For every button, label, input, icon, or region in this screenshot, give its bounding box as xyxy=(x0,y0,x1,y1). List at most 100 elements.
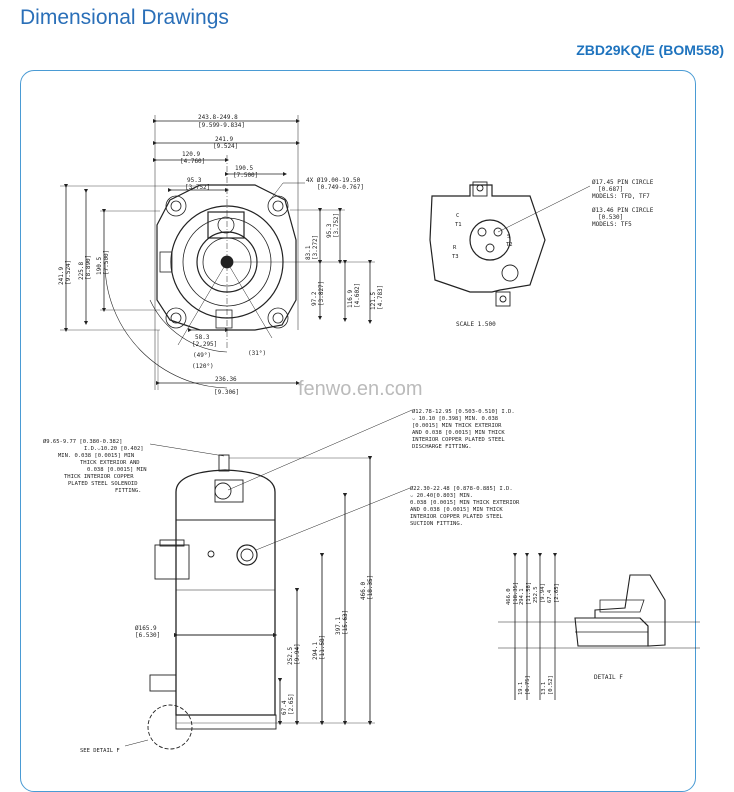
dim-121-5: 121.5 xyxy=(370,292,377,310)
see-detail-f: SEE DETAIL F xyxy=(80,748,120,754)
dim-height-252-5-in: [9.94] xyxy=(294,643,301,665)
terminal-t1: T1 xyxy=(455,222,462,228)
suction-spec-4: AND 0.038 [0.0015] MIN THICK xyxy=(410,507,503,513)
dim-116-9-in: [4.602] xyxy=(354,283,361,308)
dim-diameter: Ø165.9 xyxy=(135,625,157,632)
detail-f-view xyxy=(498,553,700,700)
detail-dim-294-1-in: [11.58] xyxy=(526,582,532,605)
dim-121-5-in: [4.783] xyxy=(377,285,384,310)
page-title: Dimensional Drawings xyxy=(20,6,229,29)
dim-236-36: 236.36 xyxy=(215,376,237,383)
solenoid-spec-2: I.D.⌵10.20 [0.402] xyxy=(84,446,144,452)
suction-spec-6: SUCTION FITTING. xyxy=(410,521,463,527)
suction-spec-5: INTERIOR COPPER PLATED STEEL xyxy=(410,514,503,520)
top-view-labels: 243.8-249.8 [9.599-9.834] 241.9 [9.524] … xyxy=(58,114,384,396)
dim-241-9-vertical-in: [9.524] xyxy=(65,260,72,285)
dim-95-3-in: [3.752] xyxy=(185,184,210,191)
solenoid-spec-4: THICK EXTERIOR AND xyxy=(80,460,140,466)
detail-dim-466-in: [18.35] xyxy=(513,582,519,605)
dim-95-3: 95.3 xyxy=(187,177,202,184)
angle-120: (120°) xyxy=(192,363,214,370)
dim-overall-width-in: [9.599-9.834] xyxy=(198,122,245,129)
pin-circle-2-in: [0.530] xyxy=(598,214,623,221)
detail-dim-252-5: 252.5 xyxy=(533,586,539,603)
angle-31: (31°) xyxy=(248,350,266,357)
dim-height-397-1: 397.1 xyxy=(335,617,342,635)
dim-120-9: 120.9 xyxy=(182,151,200,158)
solenoid-spec-7: PLATED STEEL SOLENOID xyxy=(68,481,138,487)
suction-spec-1: Ø22.30-22.48 [0.878-0.885] I.D. xyxy=(410,485,513,492)
top-view xyxy=(60,115,375,390)
terminal-box-labels: C T1 S T2 R T3 Ø17.45 PIN CIRCLE [0.687]… xyxy=(452,179,654,328)
dim-236-36-in: [9.306] xyxy=(214,389,239,396)
pin-circle-1-in: [0.687] xyxy=(598,186,623,193)
pin-circle-1: Ø17.45 PIN CIRCLE xyxy=(592,179,654,186)
dim-120-9-in: [4.760] xyxy=(180,158,205,165)
dim-97-2: 97.2 xyxy=(311,291,318,306)
model-number: ZBD29KQ/E (BOM558) xyxy=(576,42,724,58)
dim-116-9: 116.9 xyxy=(347,290,354,308)
detail-dim-67-4: 67.4 xyxy=(547,589,553,603)
scale-label: SCALE 1.500 xyxy=(456,321,496,328)
dimensional-drawing: 243.8-249.8 [9.599-9.834] 241.9 [9.524] … xyxy=(43,114,700,754)
discharge-spec-6: DISCHARGE FITTING. xyxy=(412,444,472,450)
detail-f-labels: 466.0 [18.35] 294.1 [11.58] 252.5 [9.94]… xyxy=(506,582,623,695)
solenoid-spec-6: THICK INTERIOR COPPER xyxy=(64,474,134,480)
dim-83-1: 83.1 xyxy=(305,245,312,260)
dim-97-2-in: [3.827] xyxy=(318,281,325,306)
dim-241-9: 241.9 xyxy=(215,136,233,143)
terminal-t3: T3 xyxy=(452,254,459,260)
dim-height-397-1-in: [15.63] xyxy=(342,610,349,635)
dim-58-3: 58.3 xyxy=(195,334,210,341)
dim-mounting-holes: 4X Ø19.00-19.50 xyxy=(306,177,361,184)
dim-190-5-in: [7.500] xyxy=(233,172,258,179)
solenoid-spec-8: FITTING. xyxy=(115,488,142,494)
detail-dim-67-4-in: [2.65] xyxy=(554,583,560,603)
dim-95-3-vertical: 95.3 xyxy=(326,223,333,238)
dim-83-1-in: [3.272] xyxy=(312,235,319,260)
side-view xyxy=(124,409,413,750)
detail-dim-466: 466.0 xyxy=(506,588,512,605)
side-view-labels: Ø9.65-9.77 [0.380-0.382] I.D.⌵10.20 [0.4… xyxy=(43,408,520,754)
detail-dim-294-1: 294.1 xyxy=(519,588,525,605)
dim-height-466-in: [18.35] xyxy=(367,575,374,600)
dim-190-5-vertical: 190.5 xyxy=(96,257,103,275)
solenoid-spec-1: Ø9.65-9.77 [0.380-0.382] xyxy=(43,438,122,445)
detail-dim-19-1: 19.1 xyxy=(518,682,524,695)
dim-190-5: 190.5 xyxy=(235,165,253,172)
pin-circle-2-models: MODELS: TF5 xyxy=(592,221,632,228)
watermark: fenwo.en.com xyxy=(298,378,423,400)
dim-225-8-in: [8.890] xyxy=(85,255,92,280)
discharge-spec-1: Ø12.78-12.95 [0.503-0.510] I.D. xyxy=(412,408,515,415)
terminal-r: R xyxy=(453,245,457,251)
solenoid-spec-3: MIN. 0.038 [0.0015] MIN xyxy=(58,453,134,459)
dim-height-466: 466.0 xyxy=(360,582,367,600)
dim-height-252-5: 252.5 xyxy=(287,647,294,665)
detail-dim-13-1: 13.1 xyxy=(541,682,547,695)
detail-dim-252-5-in: [9.94] xyxy=(540,583,546,603)
angle-49: (49°) xyxy=(193,352,211,359)
dim-height-294-1-in: [11.58] xyxy=(319,635,326,660)
pin-circle-1-models: MODELS: TFD, TF7 xyxy=(592,193,650,200)
dim-95-3-vertical-in: [3.752] xyxy=(333,213,340,238)
dim-241-9-vertical: 241.9 xyxy=(58,267,65,285)
detail-dim-19-1-in: [0.75] xyxy=(525,675,531,695)
terminal-s: S xyxy=(507,234,510,240)
dim-241-9-in: [9.524] xyxy=(213,143,238,150)
terminal-c: C xyxy=(456,213,459,219)
dim-height-294-1: 294.1 xyxy=(312,642,319,660)
discharge-spec-3: [0.0015] MIN THICK EXTERIOR xyxy=(412,423,502,429)
dim-height-67-4: 67.4 xyxy=(281,700,288,715)
discharge-spec-4: AND 0.038 [0.0015] MIN THICK xyxy=(412,430,505,436)
discharge-spec-2: ⌵ 10.10 [0.398] MIN. 0.038 xyxy=(412,416,498,422)
dim-225-8: 225.8 xyxy=(78,262,85,280)
suction-spec-3: 0.038 [0.0015] MIN THICK EXTERIOR xyxy=(410,500,520,506)
solenoid-spec-5: 0.038 [0.0015] MIN xyxy=(87,467,147,473)
dim-58-3-in: [2.295] xyxy=(192,341,217,348)
discharge-spec-5: INTERIOR COPPER PLATED STEEL xyxy=(412,437,505,443)
dim-height-67-4-in: [2.65] xyxy=(288,693,295,715)
dim-mounting-holes-in: [0.749-0.767] xyxy=(317,184,364,191)
dim-190-5-vertical-in: [7.500] xyxy=(103,250,110,275)
terminal-t2: T2 xyxy=(506,242,513,248)
detail-f-label: DETAIL F xyxy=(594,674,623,681)
